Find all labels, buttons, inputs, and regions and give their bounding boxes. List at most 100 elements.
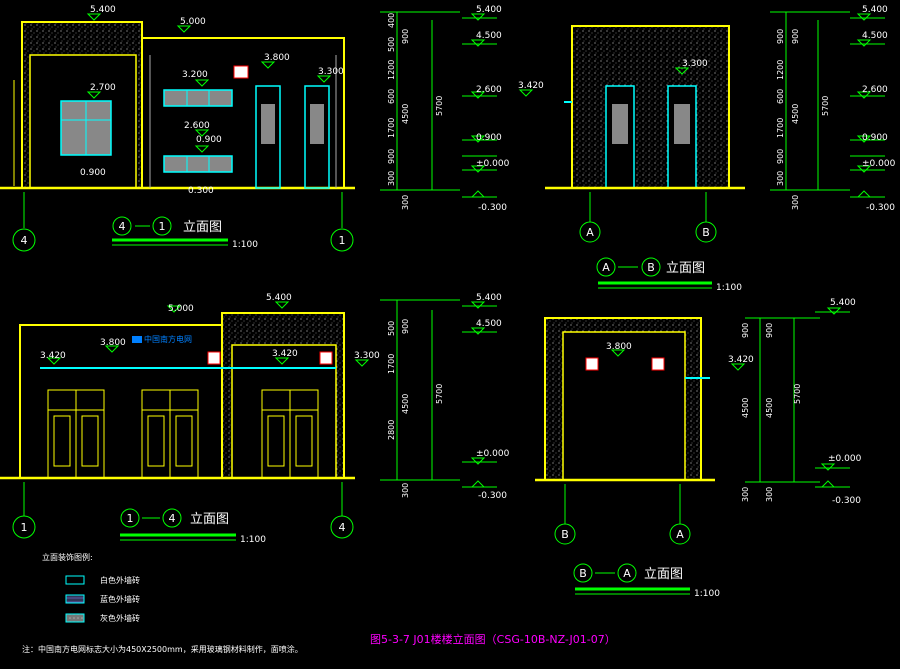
svg-text:3.300: 3.300 [682, 59, 708, 69]
svg-text:5.000: 5.000 [168, 304, 194, 314]
svg-text:600: 600 [776, 89, 785, 104]
svg-text:-0.300: -0.300 [478, 491, 507, 501]
axis-bubble [12, 228, 36, 252]
dimension-chain-1 [380, 11, 497, 198]
view-title: 立面图 [666, 261, 705, 276]
axis-bubble [330, 228, 354, 252]
svg-text:5.400: 5.400 [476, 5, 502, 15]
svg-text:4.500: 4.500 [476, 31, 502, 41]
svg-text:500: 500 [387, 37, 396, 52]
elev-label: 3.800 [264, 53, 290, 63]
svg-text:1200: 1200 [776, 60, 785, 80]
svg-text:0.900: 0.900 [476, 133, 502, 143]
elev-label: 3.200 [182, 70, 208, 80]
logo-plate [207, 351, 221, 365]
logo-plate [319, 351, 333, 365]
svg-text:-0.300: -0.300 [832, 496, 861, 506]
svg-text:5700: 5700 [793, 384, 802, 404]
legend-heading: 立面装饰图例: [42, 552, 93, 562]
scale-label: 1:100 [694, 589, 720, 599]
svg-text:900: 900 [741, 323, 750, 338]
svg-text:3.420: 3.420 [728, 355, 754, 365]
legend-swatch-blue [65, 594, 85, 604]
svg-text:4500: 4500 [401, 104, 410, 124]
svg-text:A: A [602, 261, 610, 274]
svg-text:1: 1 [339, 234, 346, 247]
svg-text:900: 900 [401, 29, 410, 44]
elev-label: 2.700 [90, 83, 116, 93]
logo-plate [233, 65, 249, 79]
svg-text:3.800: 3.800 [100, 338, 126, 348]
view1-annotation [12, 192, 354, 252]
svg-text:4: 4 [169, 512, 176, 525]
svg-text:2.600: 2.600 [862, 85, 888, 95]
elevation-markers [46, 13, 872, 488]
view-title: 立面图 [644, 567, 683, 582]
view2-annotation [579, 192, 717, 289]
door-panel-right [304, 85, 330, 189]
svg-text:900: 900 [387, 149, 396, 164]
svg-text:-0.300: -0.300 [478, 203, 507, 213]
svg-text:5700: 5700 [821, 96, 830, 116]
svg-text:300: 300 [776, 171, 785, 186]
elev-label: 2.600 [184, 121, 210, 131]
svg-text:5.400: 5.400 [266, 293, 292, 303]
svg-text:B: B [579, 567, 587, 580]
axis-labels: 4 1 4 1 A B A B 1 4 1 4 B A B A [21, 220, 710, 580]
svg-text:A: A [623, 567, 631, 580]
svg-text:B: B [647, 261, 655, 274]
legend-swatch-white [65, 575, 85, 585]
svg-text:5.400: 5.400 [830, 298, 856, 308]
svg-text:4500: 4500 [741, 398, 750, 418]
svg-text:±0.000: ±0.000 [476, 159, 510, 169]
svg-text:3.300: 3.300 [354, 351, 380, 361]
svg-text:3.800: 3.800 [606, 342, 632, 352]
legend-note: 注：中国南方电网标志大小为450X2500mm，采用玻璃钢材料制作，面喷涂。 [22, 644, 303, 654]
scale-label: 1:100 [240, 535, 266, 545]
legend-item: 蓝色外墙砖 [100, 594, 140, 604]
svg-text:A: A [586, 226, 594, 239]
csg-logo-text: 中国南方电网 [144, 334, 192, 344]
view3-annotation [12, 482, 354, 541]
svg-text:1200: 1200 [387, 60, 396, 80]
svg-text:1: 1 [159, 220, 166, 233]
svg-text:5700: 5700 [435, 96, 444, 116]
svg-text:4500: 4500 [765, 398, 774, 418]
svg-text:400: 400 [387, 13, 396, 28]
elev-label: 3.300 [318, 67, 344, 77]
elev-label: 0.900 [196, 135, 222, 145]
svg-text:900: 900 [765, 323, 774, 338]
svg-text:900: 900 [401, 319, 410, 334]
svg-text:1: 1 [21, 521, 28, 534]
svg-text:300: 300 [765, 487, 774, 502]
svg-text:600: 600 [387, 89, 396, 104]
elevation-1-4 [0, 312, 355, 480]
svg-text:900: 900 [776, 149, 785, 164]
elevation-4-1 [0, 21, 355, 190]
svg-text:900: 900 [776, 29, 785, 44]
elevation-labels: 5.400 5.000 3.800 3.300 3.200 2.700 2.60… [40, 5, 896, 506]
elev-label: 0.300 [188, 186, 214, 196]
elevation-B-A [535, 317, 715, 482]
legend: 立面装饰图例: 白色外墙砖 蓝色外墙砖 灰色外墙砖 注：中国南方电网标志大小为4… [22, 552, 303, 654]
svg-text:2.600: 2.600 [476, 85, 502, 95]
svg-text:4: 4 [21, 234, 28, 247]
svg-text:4500: 4500 [401, 394, 410, 414]
door-panel-left [255, 85, 281, 189]
svg-text:±0.000: ±0.000 [862, 159, 896, 169]
svg-text:1: 1 [127, 512, 134, 525]
svg-text:300: 300 [387, 171, 396, 186]
svg-text:5.400: 5.400 [862, 5, 888, 15]
svg-text:B: B [702, 226, 710, 239]
svg-text:1700: 1700 [387, 354, 396, 374]
logo-plate [651, 357, 665, 371]
svg-text:4.500: 4.500 [476, 319, 502, 329]
louver-window-upper [163, 89, 233, 107]
svg-text:5700: 5700 [435, 384, 444, 404]
dimension-chain-4 [745, 311, 850, 488]
svg-text:5.400: 5.400 [476, 293, 502, 303]
svg-text:300: 300 [401, 195, 410, 210]
svg-text:300: 300 [741, 487, 750, 502]
svg-text:1700: 1700 [387, 118, 396, 138]
